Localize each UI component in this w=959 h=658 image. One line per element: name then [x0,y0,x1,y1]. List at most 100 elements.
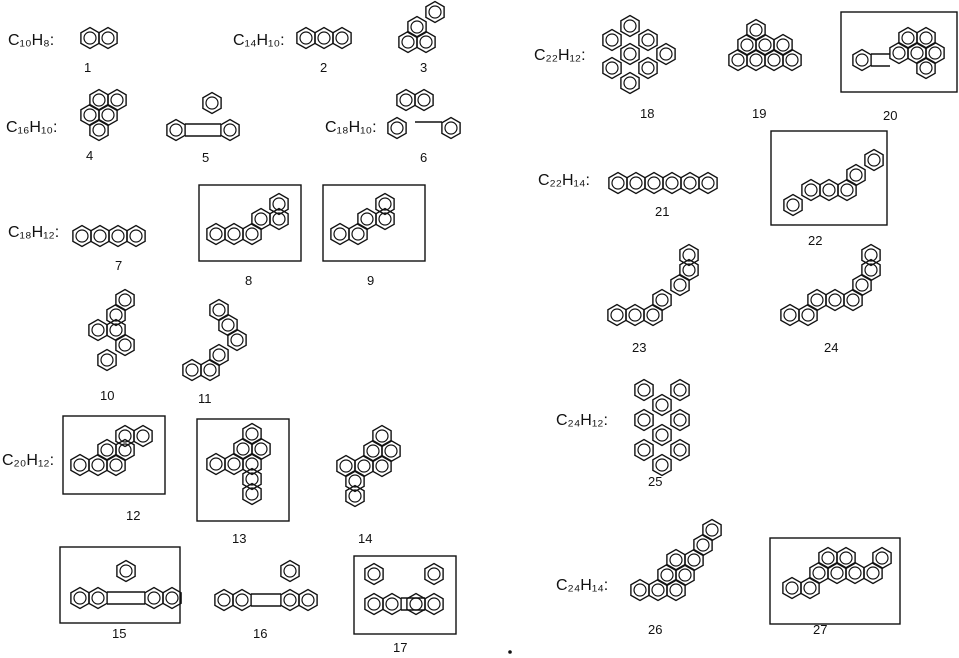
aromatic-circle [93,229,107,243]
aromatic-circle [701,176,715,190]
benzene-ring [269,207,289,231]
aromatic-circle [830,566,844,580]
aromatic-circle [83,108,97,122]
aromatic-circle [646,308,660,322]
benzene-ring [702,518,722,542]
benzene-ring [746,18,766,42]
aromatic-circle [682,263,696,277]
formula-label: C₂₄H₁₂: [556,412,608,429]
benzene-ring [220,118,240,142]
benzene-ring [115,288,135,312]
aromatic-circle [647,176,661,190]
aromatic-circle [136,429,150,443]
aromatic-circle [803,581,817,595]
aromatic-circle [91,591,105,605]
aromatic-circle [205,96,219,110]
molecule-27 [782,546,892,600]
benzene-ring [209,298,229,322]
compound-number: 27 [813,622,827,637]
aromatic-circle [855,53,869,67]
aromatic-circle [100,443,114,457]
aromatic-circle [655,428,669,442]
benzene-ring [406,592,426,616]
benzene-ring [414,88,434,112]
aromatic-circle [185,363,199,377]
aromatic-circle [655,293,669,307]
aromatic-circle [245,472,259,486]
compound-number: 11 [198,391,212,406]
aromatic-circle [864,263,878,277]
aromatic-circle [378,197,392,211]
molecule-7 [72,224,146,248]
compound-number: 25 [648,474,662,489]
aromatic-circle [385,597,399,611]
aromatic-circle [283,593,297,607]
aromatic-circle [91,323,105,337]
aromatic-circle [867,153,881,167]
compound-number: 18 [640,106,654,121]
benzene-ring [441,116,461,140]
compound-number: 10 [100,388,114,403]
aromatic-circle [147,591,161,605]
aromatic-circle [410,20,424,34]
formula-label: C₁₀H₈: [8,32,54,49]
compound-number: 16 [253,626,267,641]
formula-label: C₂₄H₁₄: [556,577,608,594]
molecule-22 [783,148,884,217]
benzene-ring [783,193,803,217]
benzene-ring [298,588,318,612]
compound-number: 22 [808,233,822,248]
aromatic-circle [92,93,106,107]
aromatic-circle [223,123,237,137]
benzene-ring [670,378,690,402]
aromatic-circle [776,38,790,52]
aromatic-circle [100,353,114,367]
benzene-ring [634,438,654,462]
molecule-2 [296,26,352,50]
aromatic-circle [118,443,132,457]
molecule-12 [70,424,153,477]
molecule-16 [214,559,318,612]
benzene-ring [407,15,427,39]
aromatic-circle [109,323,123,337]
aromatic-circle [655,458,669,472]
aromatic-circle [696,538,710,552]
aromatic-circle [367,567,381,581]
aromatic-circle [367,597,381,611]
aromatic-circle [384,444,398,458]
aromatic-circle [758,38,772,52]
aromatic-circle [245,487,259,501]
molecule-6 [387,88,461,140]
formula-label: C₂₀H₁₂: [2,452,54,469]
aromatic-circle [209,457,223,471]
aromatic-circle [731,53,745,67]
aromatic-circle [254,212,268,226]
benzene-ring [345,484,365,508]
benzene-ring [375,192,395,216]
benzene-ring [424,562,444,586]
molecule-14 [336,424,401,508]
aromatic-circle [673,383,687,397]
aromatic-circle [822,183,836,197]
aromatic-circle [348,489,362,503]
molecule-1 [80,26,118,50]
aromatic-circle [655,398,669,412]
aromatic-circle [348,474,362,488]
aromatic-circle [840,183,854,197]
aromatic-circle [855,278,869,292]
aromatic-circle [641,61,655,75]
aromatic-circle [919,31,933,45]
aromatic-circle [665,176,679,190]
box-compound-12 [62,415,166,495]
aromatic-circle [659,47,673,61]
benzene-ring [698,171,718,195]
benzene-ring [88,586,108,610]
aromatic-circle [272,197,286,211]
aromatic-circle [864,248,878,262]
aromatic-circle [419,35,433,49]
aromatic-circle [444,121,458,135]
aromatic-circle [628,308,642,322]
molecule-19 [728,18,802,72]
aromatic-circle [399,93,413,107]
aromatic-circle [749,23,763,37]
